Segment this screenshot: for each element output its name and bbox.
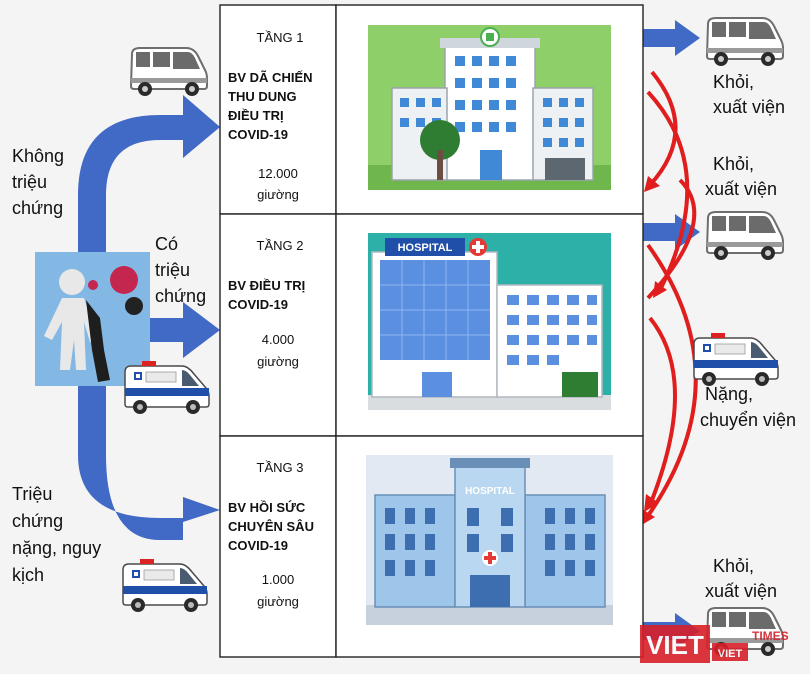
tier-2-beds-value: 4.000	[262, 332, 295, 347]
tier-3: TẦNG 3 BV HỒI SỨC CHUYÊN SÂU COVID-19 1.…	[219, 435, 644, 658]
tier-1-title-line-4: COVID-19	[228, 127, 288, 142]
tier-3-hospital-sign: HOSPITAL	[465, 486, 515, 497]
patient-panel	[35, 252, 150, 386]
entry-severe-line-3: nặng, nguy	[12, 538, 101, 558]
tier-1-beds-value: 12.000	[258, 166, 298, 181]
tier-1-title-line-3: ĐIỀU TRỊ	[228, 108, 284, 123]
outcome-tier2-discharge: Khỏi, xuất viện	[705, 154, 777, 199]
hospital-blue-building-icon: HOSPITAL	[366, 455, 613, 625]
viettimes-watermark: VIET VIET TIMES	[640, 625, 789, 663]
tier-3-title-line-2: CHUYÊN SÂU	[228, 519, 314, 534]
entry-symptomatic-line-3: chứng	[155, 286, 206, 306]
arrow-to-tier1	[78, 95, 220, 253]
arrow-tier1-discharge	[632, 20, 700, 56]
entry-severe-line-2: chứng	[12, 511, 63, 531]
tier-1-beds-unit: giường	[257, 187, 299, 202]
red-arrow-4	[648, 316, 677, 506]
tier-3-title-line-1: BV HỒI SỨC	[228, 500, 306, 515]
tier-1-title-line-2: THU DUNG	[228, 89, 297, 104]
outcome-transfer-line-2: chuyển viện	[700, 410, 796, 430]
tier-3-beds-value: 1.000	[262, 572, 295, 587]
outcome-transfer-line-1: Nặng,	[705, 384, 753, 404]
ambulance-icon-right	[693, 332, 779, 386]
hospital-green-building-icon	[368, 25, 611, 190]
tier-2-info-box	[219, 213, 337, 437]
outcome-transfer: Nặng, chuyển viện	[700, 384, 796, 430]
hospital-glass-building-icon: HOSPITAL	[368, 233, 611, 410]
ambulance-icon-left-mid	[124, 360, 210, 414]
entry-asymptomatic-line-3: chứng	[12, 198, 63, 218]
tier-2-hospital-sign: HOSPITAL	[398, 242, 453, 254]
tier-2-level: TẦNG 2	[257, 238, 304, 253]
virus-patient-icon	[44, 266, 143, 382]
watermark-brand-main: VIET	[646, 630, 704, 660]
red-arrow-4-head	[644, 494, 659, 512]
outcome-tier1-discharge: Khỏi, xuất viện	[713, 72, 785, 117]
entry-label-severe: Triệu chứng nặng, nguy kịch	[12, 484, 101, 585]
tier-3-info-box	[219, 435, 337, 658]
tier-2-beds-unit: giường	[257, 354, 299, 369]
red-arrow-5-head	[640, 509, 655, 526]
watermark-brand-sub: VIET	[718, 648, 743, 660]
tier-1-title-line-1: BV DÃ CHIẾN	[228, 70, 313, 85]
van-icon-left	[130, 47, 208, 96]
arrow-to-tier2	[150, 302, 220, 358]
watermark-brand-side: TIMES	[752, 629, 789, 643]
entry-asymptomatic-line-2: triệu	[12, 172, 47, 192]
tier-1: TẦNG 1 BV DÃ CHIẾN THU DUNG ĐIỀU TRỊ COV…	[219, 4, 644, 215]
arrow-to-tier3	[78, 385, 220, 540]
outcome-tier1-line-1: Khỏi,	[713, 72, 754, 92]
entry-label-asymptomatic: Không triệu chứng	[12, 146, 64, 218]
transfer-arrows	[640, 70, 698, 526]
red-arrow-1-head	[644, 176, 660, 192]
tier-2-title-line-1: BV ĐIỀU TRỊ	[228, 278, 305, 293]
entry-severe-line-1: Triệu	[12, 484, 52, 504]
outcome-tier3-line-2: xuất viện	[705, 581, 777, 601]
outcome-tier3-discharge: Khỏi, xuất viện	[705, 556, 777, 601]
tier-1-level: TẦNG 1	[257, 30, 304, 45]
tier-3-title-line-3: COVID-19	[228, 538, 288, 553]
outcome-tier2-line-2: xuất viện	[705, 179, 777, 199]
ambulance-icon-left-bottom	[122, 558, 208, 612]
red-arrow-3	[646, 178, 697, 300]
entry-label-symptomatic: Có triệu chứng	[155, 234, 206, 306]
red-arrow-2	[646, 90, 690, 291]
red-arrow-5	[643, 243, 698, 522]
entry-asymptomatic-line-1: Không	[12, 146, 64, 166]
outcome-tier2-line-1: Khỏi,	[713, 154, 754, 174]
entry-severe-line-4: kịch	[12, 565, 44, 585]
tier-3-beds-unit: giường	[257, 594, 299, 609]
van-icon-right-mid	[705, 210, 785, 260]
van-icon-right-top	[705, 16, 785, 66]
outcome-tier1-line-2: xuất viện	[713, 97, 785, 117]
outcome-tier3-line-1: Khỏi,	[713, 556, 754, 576]
tier-2-title-line-2: COVID-19	[228, 297, 288, 312]
entry-symptomatic-line-2: triệu	[155, 260, 190, 280]
entry-symptomatic-line-1: Có	[155, 234, 178, 254]
red-arrow-2-head	[653, 281, 667, 298]
tier-3-level: TẦNG 3	[257, 460, 304, 475]
tier-2: TẦNG 2 BV ĐIỀU TRỊ COVID-19 4.000 giường…	[219, 213, 644, 437]
